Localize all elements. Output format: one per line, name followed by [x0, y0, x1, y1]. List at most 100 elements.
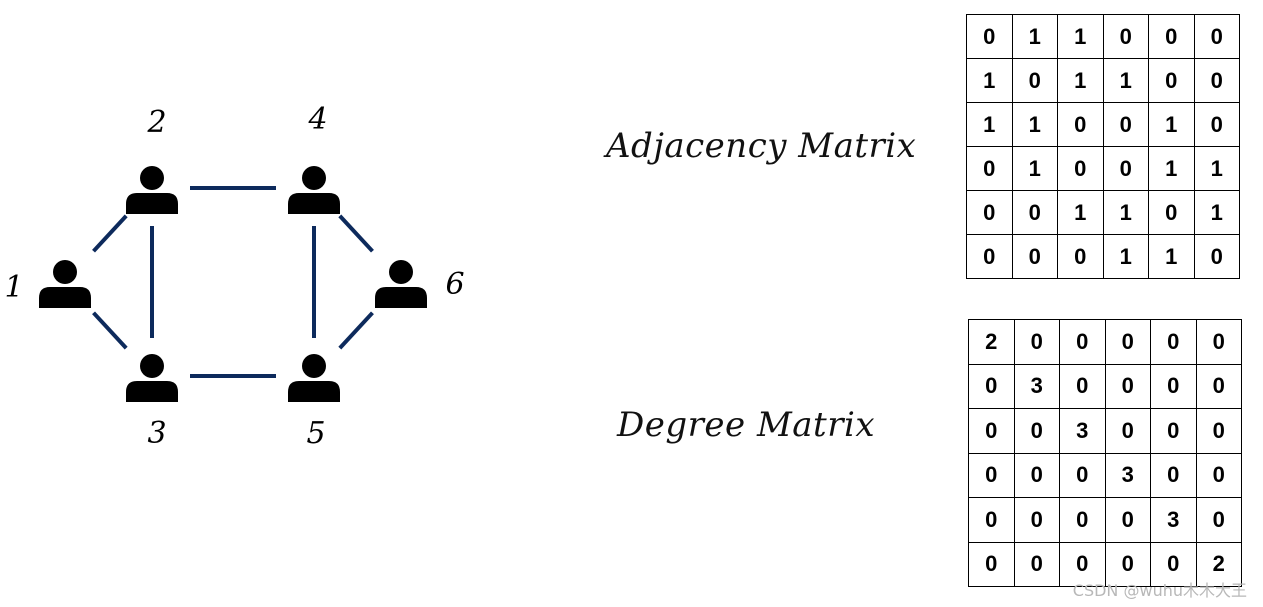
adjacency-cell: 0 [966, 234, 1013, 279]
adjacency-cell: 1 [1057, 14, 1104, 59]
adjacency-cell: 1 [1193, 146, 1240, 191]
edge-1-3 [92, 311, 128, 350]
adjacency-cell: 0 [1148, 190, 1195, 235]
person-icon [126, 166, 178, 214]
person-icon [39, 260, 91, 308]
adjacency-cell: 0 [1193, 14, 1240, 59]
degree-cell: 0 [1195, 319, 1242, 365]
adjacency-cell: 0 [1057, 234, 1104, 279]
degree-cell: 0 [1195, 363, 1242, 409]
adjacency-cell: 1 [966, 102, 1013, 147]
adjacency-cell: 0 [966, 14, 1013, 59]
degree-cell: 0 [1013, 408, 1060, 454]
degree-cell: 0 [1104, 408, 1151, 454]
person-icon [126, 354, 178, 402]
degree-cell: 0 [1013, 452, 1060, 498]
degree-cell: 0 [968, 497, 1015, 543]
adjacency-cell: 1 [1011, 146, 1058, 191]
node-4: 4 [288, 102, 340, 214]
node-label: 6 [445, 267, 464, 302]
degree-cell: 0 [1013, 541, 1060, 587]
adjacency-cell: 0 [1011, 190, 1058, 235]
edge-1-2 [92, 214, 128, 253]
adjacency-cell: 1 [1148, 102, 1195, 147]
degree-cell: 0 [1104, 363, 1151, 409]
node-2: 2 [126, 105, 178, 214]
degree-cell: 0 [1059, 497, 1106, 543]
degree-cell: 3 [1013, 363, 1060, 409]
adjacency-cell: 0 [1057, 146, 1104, 191]
graph-diagram: 1 2 3 4 5 6 [4, 102, 465, 451]
edge-5-6 [338, 311, 374, 350]
node-label: 3 [147, 416, 166, 451]
degree-cell: 0 [1150, 363, 1197, 409]
person-icon [375, 260, 427, 308]
adjacency-cell: 0 [1193, 58, 1240, 103]
node-6: 6 [375, 260, 465, 308]
adjacency-cell: 0 [966, 190, 1013, 235]
degree-cell: 2 [1195, 541, 1242, 587]
adjacency-cell: 1 [1057, 58, 1104, 103]
edge-4-6 [338, 214, 374, 253]
adjacency-cell: 1 [1102, 58, 1149, 103]
node-label: 4 [307, 102, 327, 137]
degree-cell: 0 [1195, 408, 1242, 454]
degree-cell: 0 [968, 452, 1015, 498]
degree-cell: 0 [1013, 497, 1060, 543]
degree-cell: 0 [1104, 541, 1151, 587]
person-icon [288, 354, 340, 402]
degree-cell: 3 [1104, 452, 1151, 498]
node-label: 2 [146, 105, 166, 140]
degree-cell: 3 [1150, 497, 1197, 543]
degree-cell: 0 [1150, 452, 1197, 498]
adjacency-cell: 1 [1193, 190, 1240, 235]
degree-cell: 0 [968, 408, 1015, 454]
degree-cell: 3 [1059, 408, 1106, 454]
adjacency-cell: 1 [1011, 14, 1058, 59]
adjacency-cell: 0 [1011, 234, 1058, 279]
degree-cell: 0 [1150, 319, 1197, 365]
degree-cell: 0 [1195, 452, 1242, 498]
adjacency-cell: 0 [1193, 234, 1240, 279]
adjacency-cell: 0 [1011, 58, 1058, 103]
adjacency-cell: 1 [1011, 102, 1058, 147]
adjacency-cell: 1 [1102, 190, 1149, 235]
adjacency-cell: 1 [1148, 234, 1195, 279]
adjacency-cell: 0 [1102, 102, 1149, 147]
degree-cell: 0 [1013, 319, 1060, 365]
node-label: 1 [4, 270, 23, 305]
degree-cell: 0 [1150, 408, 1197, 454]
adjacency-matrix-caption: Adjacency Matrix [606, 126, 917, 166]
degree-cell: 0 [1059, 319, 1106, 365]
degree-cell: 0 [968, 541, 1015, 587]
node-label: 5 [306, 416, 325, 451]
adjacency-cell: 0 [1102, 14, 1149, 59]
degree-cell: 0 [968, 363, 1015, 409]
watermark: CSDN @wuhu木木大王 [1072, 581, 1247, 600]
degree-cell: 0 [1150, 541, 1197, 587]
adjacency-cell: 0 [1148, 58, 1195, 103]
degree-cell: 0 [1104, 497, 1151, 543]
node-5: 5 [288, 354, 340, 451]
degree-cell: 2 [968, 319, 1015, 365]
adjacency-cell: 0 [1148, 14, 1195, 59]
degree-cell: 0 [1059, 452, 1106, 498]
adjacency-cell: 0 [966, 146, 1013, 191]
degree-matrix-caption: Degree Matrix [617, 405, 875, 445]
degree-cell: 0 [1195, 497, 1242, 543]
adjacency-cell: 0 [1102, 146, 1149, 191]
degree-cell: 0 [1059, 363, 1106, 409]
